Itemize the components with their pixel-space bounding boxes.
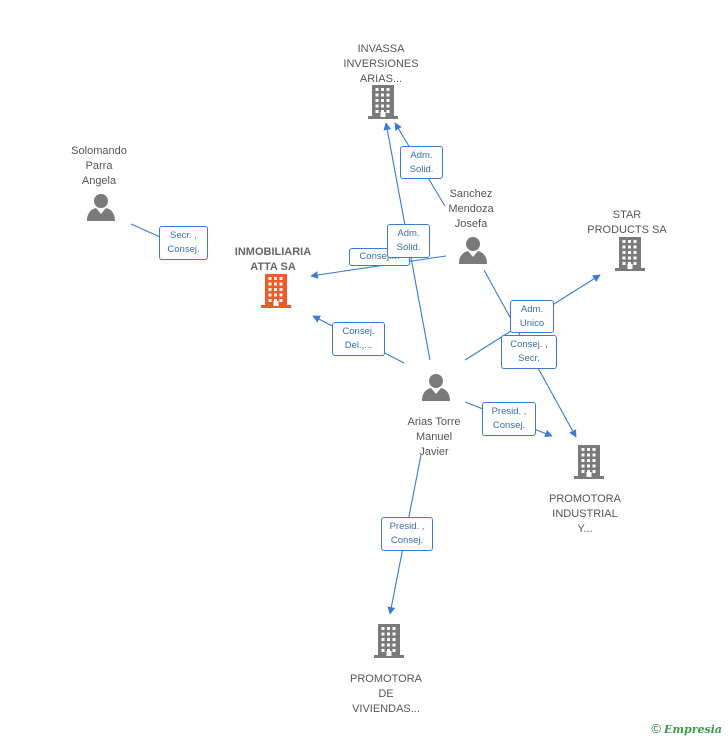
building-icon[interactable] xyxy=(614,236,646,277)
relation-label-line: Consej. , xyxy=(510,339,548,350)
node-label-line: Josefa xyxy=(454,218,488,230)
node-label-line: Solomando xyxy=(71,145,127,157)
building-icon[interactable] xyxy=(373,623,405,664)
relation-label[interactable]: Presid. , Consej. xyxy=(482,402,536,436)
node-label-line: Y... xyxy=(577,523,593,535)
node-label[interactable]: INMOBILIARIA ATTA SA xyxy=(218,245,328,275)
relation-edge xyxy=(310,255,447,279)
relation-label-line: Adm. xyxy=(397,228,420,239)
node-label[interactable]: STAR PRODUCTS SA xyxy=(572,208,682,238)
person-icon[interactable] xyxy=(86,192,116,227)
relation-label-line: Unico xyxy=(519,318,545,329)
node-label-line: PROMOTORA xyxy=(549,493,621,505)
brand-name: Empresia xyxy=(663,723,722,736)
node-label-line: DE xyxy=(378,688,394,700)
node-label-line: Sanchez xyxy=(449,188,493,200)
node-label-line: Angela xyxy=(81,175,117,187)
node-label-line: Manuel xyxy=(415,431,453,443)
building-icon[interactable] xyxy=(260,273,292,314)
relation-label-line: Secr. , xyxy=(170,230,197,241)
relation-label-line: Consej. xyxy=(390,535,424,546)
node-label-line: Mendoza xyxy=(448,203,494,215)
relation-label-line: Consej. xyxy=(492,420,526,431)
node-label[interactable]: PROMOTORA INDUSTRIAL Y... xyxy=(530,492,640,537)
node-label-line: INVASSA xyxy=(357,43,405,55)
node-label-line: INMOBILIARIA xyxy=(234,246,312,258)
node-label-line: Parra xyxy=(85,160,113,172)
person-icon[interactable] xyxy=(421,372,451,407)
relation-label[interactable]: Consej. Del.,... xyxy=(332,322,385,356)
node-label[interactable]: PROMOTORA DE VIVIENDAS... xyxy=(331,672,441,717)
person-icon[interactable] xyxy=(458,235,488,270)
node-label-line: VIVIENDAS... xyxy=(352,703,420,715)
copyright-icon: © xyxy=(651,721,661,736)
relation-label[interactable]: Adm. Solid. xyxy=(387,224,430,258)
relation-label-line: Consej. xyxy=(342,326,375,337)
building-icon[interactable] xyxy=(367,84,399,125)
relation-label-line: Presid. , xyxy=(389,521,425,532)
node-label-line: ATTA SA xyxy=(250,261,296,273)
relation-label-line: Presid. , xyxy=(491,406,527,417)
relation-label[interactable]: Presid. , Consej. xyxy=(381,517,433,551)
relation-label-line: Solid. xyxy=(409,164,434,175)
footer-credit[interactable]: ©Empresia xyxy=(651,721,722,736)
relation-label-line: Consej. xyxy=(167,244,200,255)
relation-label-line: Consej.... xyxy=(359,251,400,262)
relation-label-line: Adm. xyxy=(410,150,433,161)
relation-label[interactable]: Secr. , Consej. xyxy=(159,226,208,260)
node-label[interactable]: INVASSA INVERSIONES ARIAS... xyxy=(326,42,436,87)
relation-label-line: Secr. xyxy=(518,353,540,364)
relation-label-line: Solid. xyxy=(396,242,421,253)
node-label-line: INDUSTRIAL xyxy=(552,508,618,520)
relation-label[interactable]: Consej. , Secr. xyxy=(501,335,557,369)
node-label-line: INVERSIONES xyxy=(343,58,419,70)
node-label-line: Javier xyxy=(419,446,449,458)
node-label-line: Arias Torre xyxy=(407,416,461,428)
relation-label-line: Adm. xyxy=(520,304,544,315)
relation-label[interactable]: Adm. Unico xyxy=(510,300,554,333)
node-label-line: STAR xyxy=(612,209,642,221)
node-label-line: PRODUCTS SA xyxy=(587,224,667,236)
building-icon[interactable] xyxy=(573,444,605,485)
relation-label[interactable]: Adm. Solid. xyxy=(400,146,443,179)
node-label-line: PROMOTORA xyxy=(350,673,422,685)
node-label-line: ARIAS... xyxy=(359,73,403,85)
relation-label-line: Del.,... xyxy=(344,340,373,351)
